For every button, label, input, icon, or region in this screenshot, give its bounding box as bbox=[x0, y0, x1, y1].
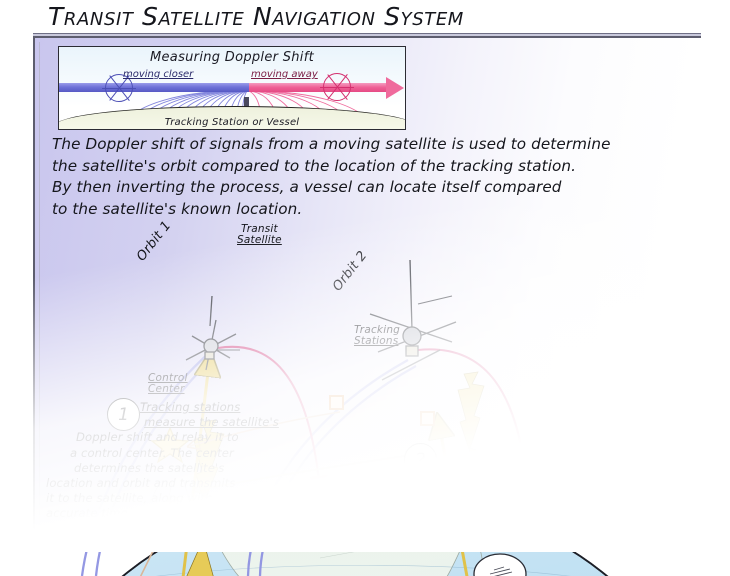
step-1-line-1: Tracking stations bbox=[140, 400, 241, 414]
step-2-line-3: data from it and measures its Doppler bbox=[394, 507, 620, 522]
doppler-inset-panel: Measuring Doppler Shift bbox=[58, 46, 406, 130]
inset-ground-label: Tracking Station or Vessel bbox=[164, 117, 300, 128]
tracking-stations-label: Tracking Stations bbox=[354, 325, 400, 347]
receding-satellite-icon bbox=[320, 73, 354, 101]
small-vessel-icon bbox=[489, 566, 513, 576]
step-2-line-5: to find its location . bbox=[394, 537, 509, 552]
step-1-line-7: it to the satellite, along with bbox=[46, 491, 213, 506]
moving-closer-label: moving closer bbox=[123, 69, 194, 80]
step-2-line-1: When the satellite passes overhead, bbox=[394, 477, 609, 491]
tracking-station-marker bbox=[420, 411, 435, 426]
tracking-stations-label-line2: Stations bbox=[354, 335, 399, 347]
satellite-2 bbox=[369, 259, 457, 381]
control-center-label: Control Center bbox=[148, 373, 188, 395]
moving-away-label: moving away bbox=[251, 69, 318, 80]
step-1-text: Tracking stations measure the satellite'… bbox=[46, 400, 279, 522]
step-1-line-6: location and orbit and transmits bbox=[46, 476, 236, 491]
step-2-text: When the satellite passes overhead, a ve… bbox=[394, 477, 694, 553]
transit-satellite-label: Transit Satellite bbox=[237, 224, 282, 246]
page-title: Transit Satellite Navigation System bbox=[48, 2, 464, 31]
tracking-station-marker bbox=[329, 395, 344, 410]
step-1-line-8: accurate time. bbox=[46, 506, 132, 521]
step-2-line-4: shift. The vessel uses this information bbox=[394, 522, 619, 537]
vessel-magnifier bbox=[473, 553, 527, 576]
intro-line-3: By then inverting the process, a vessel … bbox=[52, 178, 562, 196]
step-2-line-2: a vessel receives the time and orbital bbox=[394, 492, 617, 507]
transit-satellite-label-line2: Satellite bbox=[237, 234, 282, 246]
intro-line-1: The Doppler shift of signals from a movi… bbox=[52, 135, 611, 153]
intro-line-2: the satellite's orbit compared to the lo… bbox=[52, 156, 577, 175]
tracking-station-marker bbox=[49, 537, 64, 552]
step-1-line-4: a control center. The center bbox=[70, 445, 234, 460]
step-1-line-2: measure the satellite's bbox=[144, 415, 279, 430]
step-2-badge: 2 bbox=[404, 443, 437, 476]
approach-beam bbox=[59, 83, 249, 92]
recede-beam bbox=[249, 83, 389, 92]
step-1-line-5: determines the satellite's bbox=[74, 460, 225, 475]
title-divider bbox=[33, 33, 701, 36]
control-center-label-line2: Center bbox=[148, 383, 185, 395]
satellite-1 bbox=[185, 295, 240, 371]
beam-direction-arrow bbox=[386, 77, 404, 99]
step-1-line-3: Doppler shift and relay it to bbox=[76, 430, 239, 445]
